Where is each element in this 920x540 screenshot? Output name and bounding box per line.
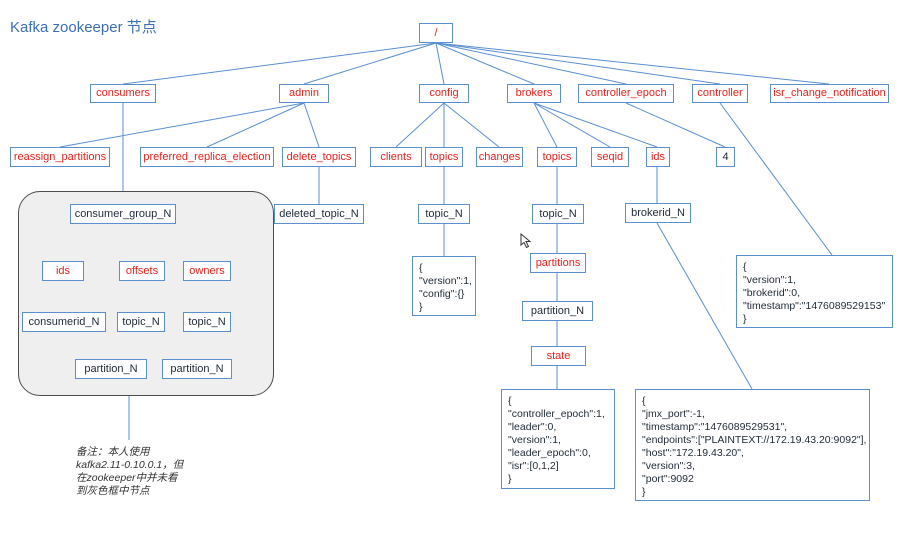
controller-epoch-value-node: 4 (716, 147, 735, 167)
controller-epoch-node: controller_epoch (578, 84, 674, 103)
partition-n-node: partition_N (522, 301, 593, 321)
offsets-topic-node: topic_N (117, 312, 165, 332)
consumerid-node: consumerid_N (22, 312, 106, 332)
controller-node: controller (692, 84, 748, 103)
partitions-node: partitions (530, 253, 586, 273)
admin-node: admin (279, 84, 329, 103)
config-topics-node: topics (425, 147, 463, 167)
group-ids-node: ids (42, 261, 84, 281)
delete-topics-node: delete_topics (282, 147, 356, 167)
brokers-node: brokers (507, 84, 561, 103)
deleted-topic-node: deleted_topic_N (274, 204, 364, 224)
ids-node: ids (646, 147, 670, 167)
offsets-partition-node: partition_N (75, 359, 147, 379)
seqid-node: seqid (591, 147, 629, 167)
state-json: { "controller_epoch":1, "leader":0, "ver… (501, 389, 615, 489)
config-topic-n-node: topic_N (418, 204, 470, 224)
config-topic-json: { "version":1, "config":{} } (412, 256, 476, 316)
clients-node: clients (370, 147, 422, 167)
annotation-note: 备注：本人使用 kafka2.11-0.10.0.1，但 在zookeeper中… (76, 446, 184, 497)
config-node: config (419, 84, 469, 103)
reassign-partitions-node: reassign_partitions (10, 147, 110, 167)
owners-partition-node: partition_N (162, 359, 232, 379)
brokerid-node: brokerid_N (625, 203, 691, 223)
root-node: / (419, 23, 453, 43)
preferred-replica-election-node: preferred_replica_election (140, 147, 274, 167)
isr-change-notification-node: isr_change_notification (770, 84, 889, 103)
brokers-topics-node: topics (537, 147, 577, 167)
controller-json: { "version":1, "brokerid":0, "timestamp"… (736, 255, 893, 328)
owners-node: owners (183, 261, 231, 281)
consumer-group-node: consumer_group_N (70, 204, 176, 224)
consumers-node: consumers (90, 84, 156, 103)
state-node: state (531, 346, 586, 366)
changes-node: changes (476, 147, 523, 167)
brokers-topic-n-node: topic_N (532, 204, 584, 224)
broker-json: { "jmx_port":-1, "timestamp":"1476089529… (635, 389, 870, 501)
diagram-title: Kafka zookeeper 节点 (10, 19, 157, 36)
offsets-node: offsets (119, 261, 165, 281)
mouse-cursor-icon (520, 233, 532, 249)
owners-topic-node: topic_N (183, 312, 231, 332)
